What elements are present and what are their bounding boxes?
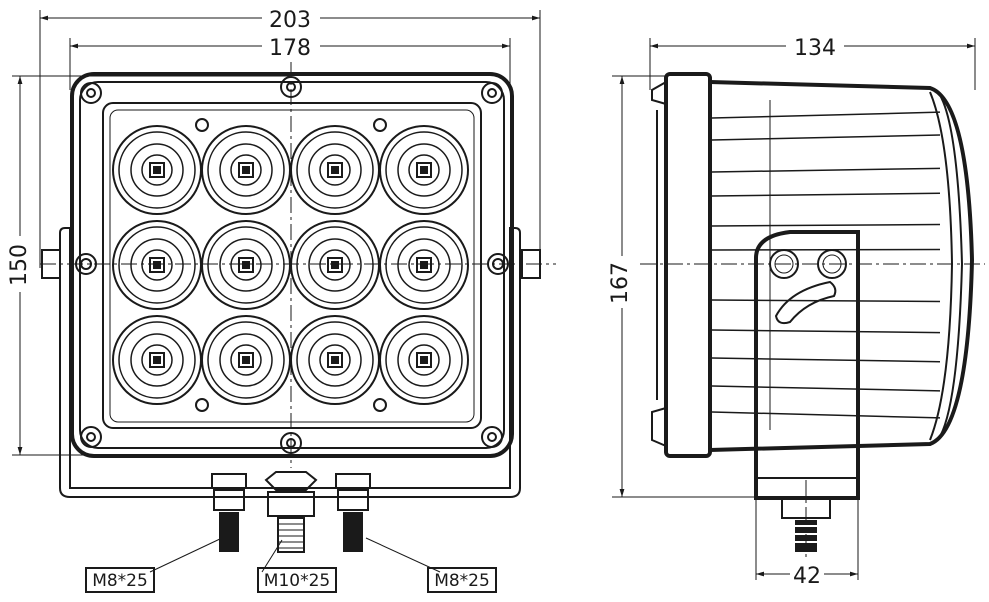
- led-reflector: [290, 315, 380, 405]
- label-bolt-left: M8*25: [85, 567, 155, 593]
- dim-203-label: 203: [269, 8, 311, 33]
- label-bolt-right: M8*25: [427, 567, 497, 593]
- label-bolt-center: M10*25: [257, 567, 337, 593]
- svg-text:M8*25: M8*25: [434, 571, 490, 591]
- fin-line: [711, 329, 941, 334]
- side-bracket: [754, 230, 860, 500]
- dim-134: 134: [649, 33, 976, 90]
- led-reflector: [112, 125, 202, 215]
- dim-167: 167: [606, 75, 760, 498]
- dim-203: 203: [39, 4, 541, 268]
- led-reflector: [201, 220, 291, 310]
- lamp-housing: [70, 72, 514, 458]
- dim-167-label: 167: [608, 262, 633, 304]
- heat-sink-fins: [711, 100, 941, 430]
- led-reflector: [112, 220, 202, 310]
- fin-line: [711, 357, 941, 363]
- fin-line: [711, 111, 941, 119]
- led-grid: [112, 125, 469, 405]
- led-reflector: [379, 315, 469, 405]
- dim-150-label: 150: [7, 244, 32, 286]
- side-view: 134 167: [606, 33, 985, 589]
- fin-line: [711, 411, 941, 419]
- fin-line: [711, 223, 941, 227]
- fin-line: [711, 385, 941, 392]
- side-bezel: [651, 72, 712, 458]
- led-reflector: [112, 315, 202, 405]
- svg-text:M10*25: M10*25: [264, 571, 330, 591]
- bolt-right: [335, 473, 371, 552]
- fin-line: [711, 192, 941, 197]
- fin-line: [711, 134, 941, 141]
- led-reflector: [379, 220, 469, 310]
- dim-150: 150: [4, 75, 290, 456]
- dim-42: 42: [755, 500, 859, 589]
- fin-line: [711, 299, 941, 303]
- dim-178-label: 178: [269, 36, 311, 61]
- led-reflector: [379, 125, 469, 215]
- led-reflector: [201, 125, 291, 215]
- fin-line: [711, 167, 941, 173]
- front-view: 203 178 150: [4, 4, 556, 593]
- bolt-center: [264, 471, 318, 553]
- led-reflector: [201, 315, 291, 405]
- led-reflector: [290, 125, 380, 215]
- dim-178: 178: [69, 33, 511, 90]
- housing-screws: [80, 76, 503, 454]
- svg-text:M8*25: M8*25: [92, 571, 148, 591]
- dim-42-label: 42: [793, 564, 821, 589]
- dim-134-label: 134: [794, 36, 836, 61]
- bolt-left: [211, 473, 247, 552]
- fin-line: [711, 248, 941, 251]
- led-reflector: [290, 220, 380, 310]
